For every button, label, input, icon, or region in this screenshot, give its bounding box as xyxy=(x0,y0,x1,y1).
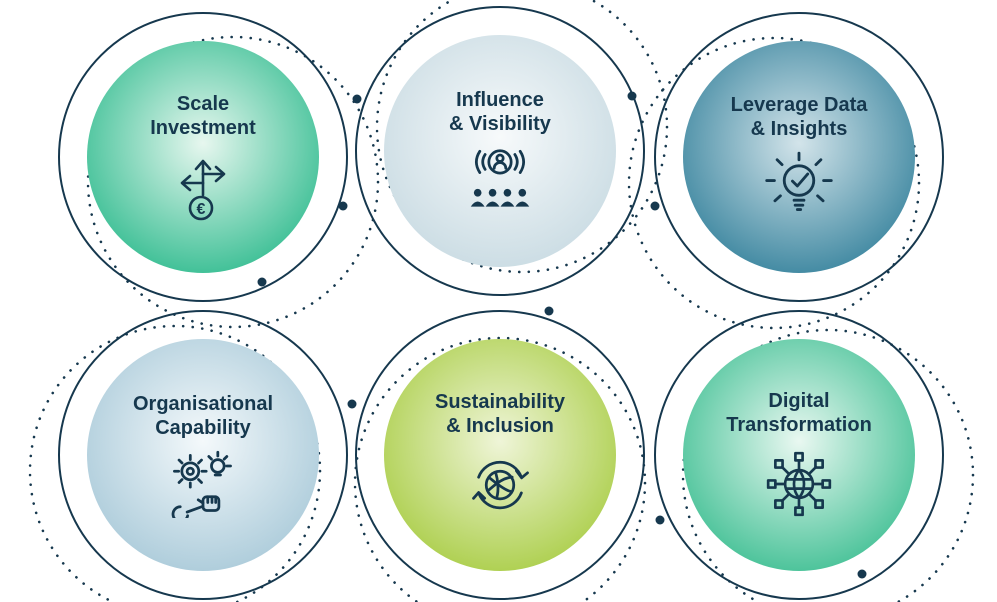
circle-organisational-capability: Organisational Capability xyxy=(58,310,348,600)
branching-arrows-euro-icon: € xyxy=(171,150,235,222)
circle-outline xyxy=(58,12,348,302)
circle-influence-visibility: Influence & Visibility xyxy=(355,6,645,296)
lightbulb-check-icon xyxy=(764,151,834,221)
circle-fill: Sustainability & Inclusion xyxy=(384,339,616,571)
svg-text:€: € xyxy=(197,201,206,218)
circle-fill: Influence & Visibility xyxy=(384,35,616,267)
circle-digital-transformation: Digital Transformation xyxy=(654,310,944,600)
circle-outline xyxy=(58,310,348,600)
circle-leverage-data-insights: Leverage Data & Insights xyxy=(654,12,944,302)
circle-label: Organisational Capability xyxy=(132,392,274,439)
connected-globe-icon xyxy=(762,447,836,521)
speaker-audience-icon xyxy=(466,146,534,214)
circle-fill: Leverage Data & Insights xyxy=(683,41,915,273)
circle-label: Leverage Data & Insights xyxy=(730,93,868,140)
recycle-leaf-icon xyxy=(464,448,536,520)
circle-outline xyxy=(355,6,645,296)
circle-outline xyxy=(654,12,944,302)
circle-fill: Organisational Capability xyxy=(87,339,319,571)
circle-fill: Digital Transformation xyxy=(683,339,915,571)
circle-label: Digital Transformation xyxy=(726,389,872,436)
circle-label: Scale Investment xyxy=(150,92,256,139)
circle-sustainability-inclusion: Sustainability & Inclusion xyxy=(355,310,645,600)
circle-scale-investment: Scale Investment € xyxy=(58,12,348,302)
circle-label: Sustainability & Inclusion xyxy=(434,390,566,437)
gears-hand-tools-icon xyxy=(167,450,239,519)
circle-label: Influence & Visibility xyxy=(449,88,551,135)
circle-outline xyxy=(355,310,645,600)
circle-fill: Scale Investment € xyxy=(87,41,319,273)
circle-outline xyxy=(654,310,944,600)
